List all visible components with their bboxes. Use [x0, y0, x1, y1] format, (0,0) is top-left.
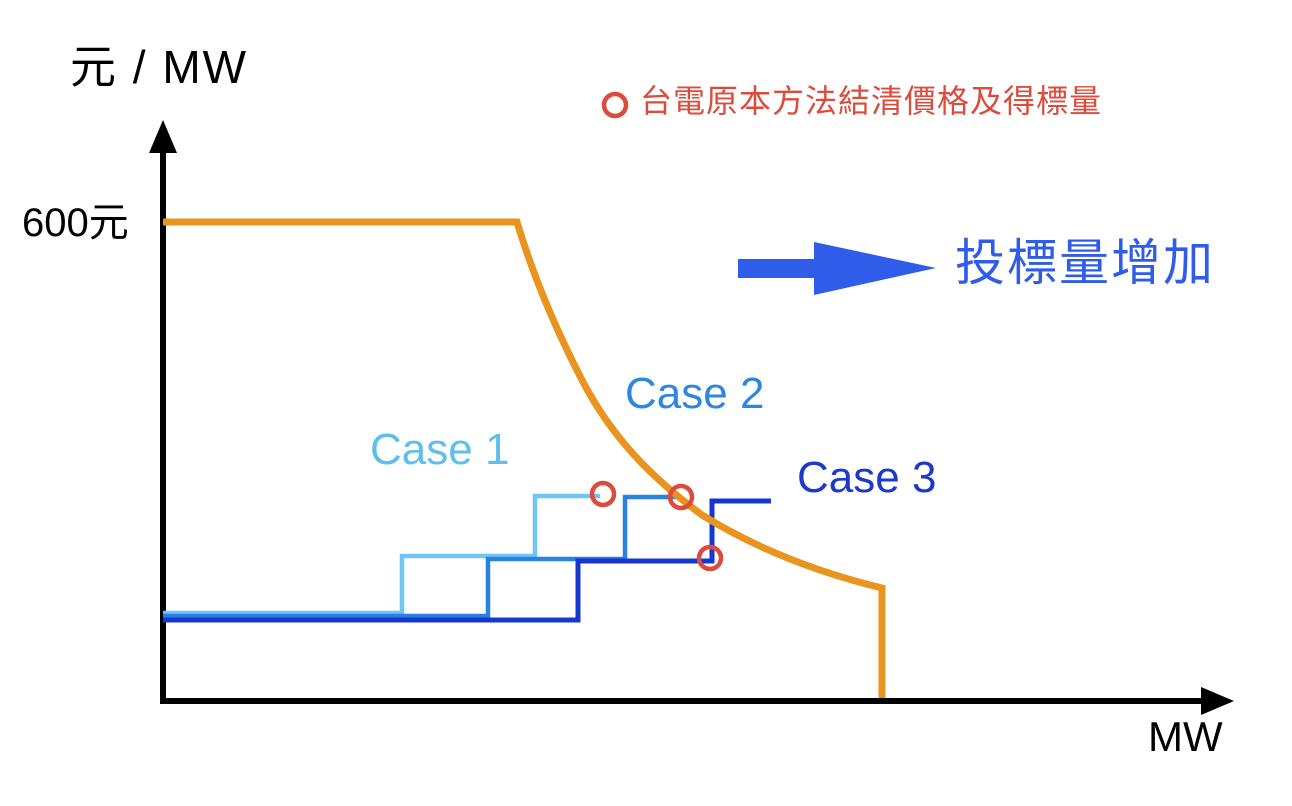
- bid-increase-arrow-shaft: [738, 259, 816, 278]
- clearing-point-marker-2: [667, 483, 695, 511]
- clearing-point-marker-1: [589, 480, 617, 508]
- y-tick-600: 600元: [22, 201, 129, 245]
- case-2-label: Case 2: [625, 369, 765, 418]
- legend-circle-icon: [601, 91, 629, 119]
- case-1-label: Case 1: [370, 425, 510, 474]
- case-2-bid-steps: [163, 494, 679, 619]
- clearing-point-marker-3: [696, 544, 724, 572]
- case-1-bid-steps: [163, 493, 600, 616]
- y-axis-label: 元 / MW: [70, 41, 249, 93]
- bid-increase-arrow-head-icon: [814, 242, 936, 295]
- x-axis-arrowhead-icon: [1201, 687, 1234, 715]
- bid-increase-annotation: 投標量增加: [955, 235, 1215, 291]
- legend-label: 台電原本方法結清價格及得標量: [640, 83, 1103, 119]
- y-axis-arrowhead-icon: [149, 120, 177, 153]
- x-axis-label: MW: [1148, 713, 1223, 760]
- demand-curve-600-cap: [163, 218, 886, 698]
- case-3-label: Case 3: [797, 453, 937, 502]
- series-layer: [163, 91, 936, 698]
- case-3-bid-steps: [163, 498, 771, 623]
